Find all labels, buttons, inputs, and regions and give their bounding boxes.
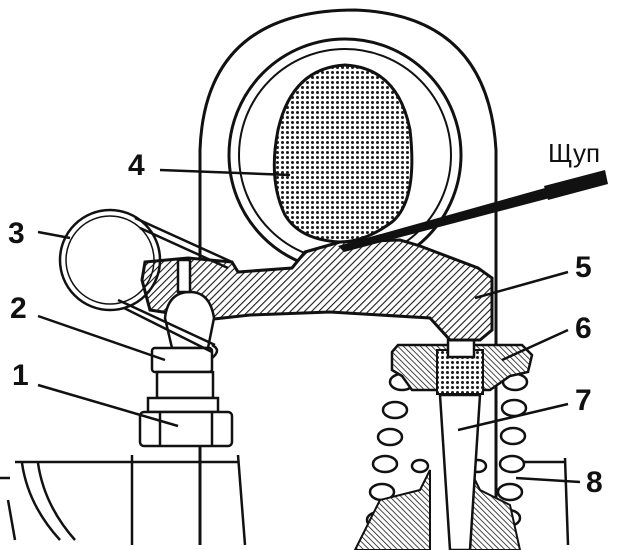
leader-6 <box>501 328 569 362</box>
leader-5 <box>474 270 569 300</box>
spring-clip <box>58 208 233 359</box>
cam-lobe <box>272 63 414 244</box>
leader-8 <box>515 476 581 484</box>
callout-6: 6 <box>575 312 592 345</box>
callout-2: 2 <box>10 292 27 325</box>
callout-4: 4 <box>128 149 145 182</box>
callout-7: 7 <box>575 384 592 417</box>
leader-1 <box>37 383 179 428</box>
probe-label: Щуп <box>548 138 600 168</box>
valve-stem <box>438 393 482 550</box>
leader-lines <box>37 168 581 484</box>
feeler-gauge <box>338 170 608 252</box>
leader-2 <box>37 314 166 362</box>
leader-4 <box>159 168 291 177</box>
base-casting <box>0 454 570 546</box>
callout-8: 8 <box>586 466 603 499</box>
callout-3: 3 <box>8 217 25 250</box>
callout-5: 5 <box>575 251 592 284</box>
pivot-adjuster <box>146 258 220 414</box>
lock-nut <box>138 410 234 448</box>
leader-3 <box>37 230 71 240</box>
leader-7 <box>457 402 569 432</box>
callout-1: 1 <box>12 359 29 392</box>
